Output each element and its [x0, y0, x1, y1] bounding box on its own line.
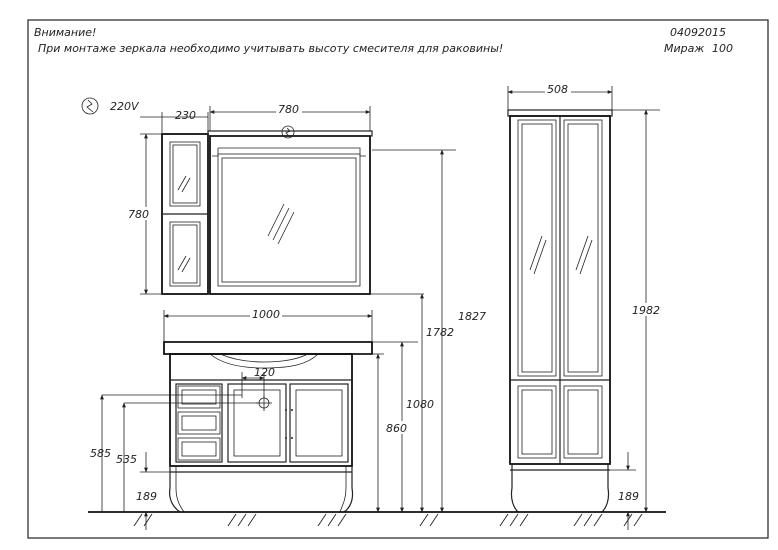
side-cabinet [161, 133, 209, 295]
dim-vanity-height-1: 1080 [406, 398, 434, 411]
vanity [163, 341, 373, 513]
model-name: Мираж [664, 42, 704, 55]
dim-pipe-spacing: 120 [254, 366, 275, 379]
dim-mirror-top-height: 1827 [458, 310, 486, 323]
column-cabinet [507, 109, 613, 513]
sheet-frame [27, 19, 769, 539]
dim-cabinet-width: 230 [175, 109, 196, 122]
warning-title: Внимание! [34, 26, 96, 39]
dim-column-height: 1982 [632, 304, 660, 317]
dim-leg-height-right: 189 [618, 490, 639, 503]
dim-pipe-height-2: 535 [116, 453, 137, 466]
mirror-lightning-icon [281, 125, 295, 139]
doc-code: 04092015 [670, 26, 726, 39]
mirror [207, 125, 373, 295]
dim-mirror-width: 780 [278, 103, 299, 116]
model-size: 100 [712, 42, 733, 55]
voltage-label: 220V [110, 100, 140, 113]
dim-mirror-bottom-height: 1782 [426, 326, 454, 339]
floor-hatch [133, 513, 643, 527]
warning-text: При монтаже зеркала необходимо учитывать… [38, 42, 503, 55]
lightning-bolt-icon [81, 97, 99, 115]
dim-leg-height-left: 189 [136, 490, 157, 503]
dim-vanity-height-2: 860 [386, 422, 407, 435]
dim-column-width: 508 [547, 83, 568, 96]
dim-mirror-height: 780 [128, 208, 149, 221]
dim-vanity-width: 1000 [252, 308, 280, 321]
dim-pipe-height-1: 585 [90, 447, 111, 460]
